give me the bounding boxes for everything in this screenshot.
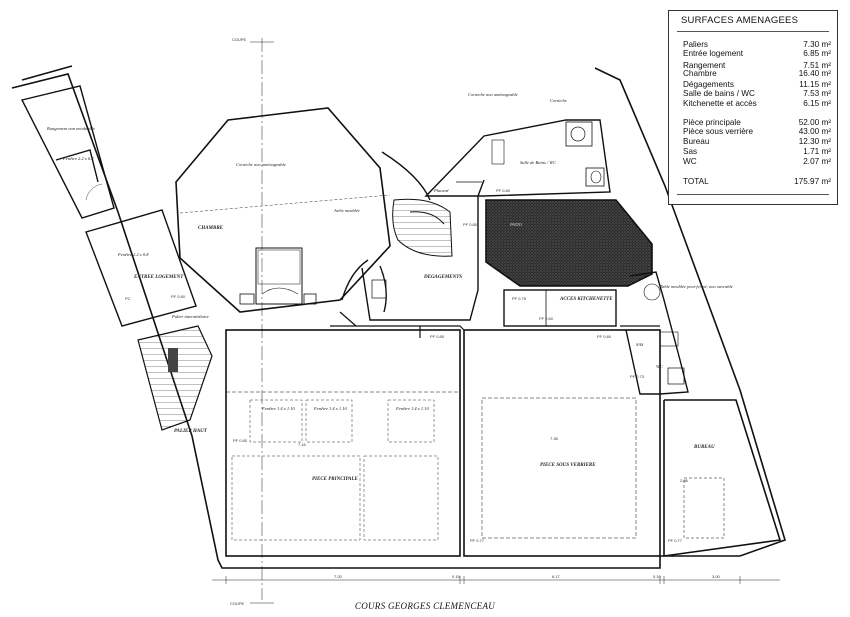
rangement-zone <box>20 85 115 219</box>
note-right-label: Table meublée peut-fermé, non ouvrable <box>660 284 733 290</box>
chambre-walls <box>175 107 391 313</box>
deg-arc-right <box>379 265 387 313</box>
door-swing-entree <box>85 183 103 201</box>
right-wet-rooms <box>625 271 689 395</box>
spiral-stair <box>392 198 453 257</box>
outer-walls <box>11 65 786 569</box>
piece-principale-walls <box>225 329 461 557</box>
legend-title: SURFACES AMENAGEES <box>681 15 799 26</box>
degagements-label: DEGAGEMENTS <box>423 275 462 280</box>
chambre-dash-line <box>179 194 391 214</box>
dim-d3: 6.17 <box>552 574 561 579</box>
corniche-arc <box>381 151 431 201</box>
door-bas1: PF 0.77 <box>470 538 485 543</box>
dim-d2: 0.15 <box>452 574 461 579</box>
dim-v1: 7.16 <box>298 442 307 447</box>
bureau-label: BUREAU <box>693 445 715 450</box>
legend-bottom-divider <box>677 194 829 195</box>
door-kit: PF 0.75 <box>512 296 527 301</box>
cut-label-top: COUPE <box>232 37 247 42</box>
door-entree: PF 0.80 <box>171 294 186 299</box>
dim-v3: 2.88 <box>680 478 689 483</box>
sdb-walls <box>424 119 611 197</box>
window-1: Fenêtre 1.4 x 1.10 <box>261 406 295 411</box>
placard-label: Placard <box>433 188 449 193</box>
legend-divider <box>677 31 829 32</box>
door-deg2: PF 0.80 <box>430 334 445 339</box>
entree-label: ENTREE LOGEMENT <box>133 275 184 280</box>
door-verr: PF 0.60 <box>539 316 554 321</box>
palier-interm-label: Palier intermédiaire <box>171 314 209 319</box>
window-entree-top: Fenêtre 2.2 x 0.8 <box>62 156 94 161</box>
entree-walls <box>85 209 197 327</box>
cut-label-bottom: COUPE <box>230 601 245 606</box>
piece-principale-label: PIECE PRINCIPALE <box>312 477 359 482</box>
window-2: Fenêtre 1.4 x 1.10 <box>313 406 347 411</box>
dimension-line <box>212 576 780 584</box>
door-pc: PC <box>125 296 131 301</box>
street-name: COURS GEORGES CLEMENCEAU <box>354 601 496 611</box>
door-deg: PF 0.80 <box>463 222 478 227</box>
degagements-walls <box>361 179 485 321</box>
piece-verriere-label: PIECE SOUS VERRIERE <box>540 463 596 468</box>
corniche-right-label: Corniche non aménageable <box>468 92 518 97</box>
cut-line <box>250 38 274 604</box>
door-sdb: PF 0.80 <box>496 188 511 193</box>
piece-verriere-walls <box>463 329 661 557</box>
sdb-label: Salle de Bains / WC <box>520 160 557 165</box>
nightstand-right <box>303 293 317 305</box>
sas-label: SAS <box>636 342 644 347</box>
dim-d1: 7.20 <box>334 574 343 579</box>
door-right: PF 0.80 <box>597 334 612 339</box>
bureau-walls <box>663 399 782 557</box>
dim-d5: 3.00 <box>712 574 721 579</box>
door-palier: PF 0.80 <box>233 438 248 443</box>
door-sas: PF 0.73 <box>630 374 645 379</box>
nightstand-left <box>239 293 255 305</box>
patio-label: PATIO <box>509 222 523 227</box>
window-3: Fenêtre 1.4 x 1.10 <box>395 406 429 411</box>
window-entree: Fenêtre 2.2 x 0.8 <box>117 252 149 257</box>
dim-v2: 7.38 <box>550 436 559 441</box>
chambre-label: CHAMBRE <box>198 226 224 231</box>
rangement-label: Rangement non meublable <box>46 126 95 131</box>
inner-walls <box>330 311 660 338</box>
kitchenette-walls <box>503 289 617 327</box>
skylights-principale <box>231 399 439 541</box>
acces-kit-label: ACCES KITCHENETTE <box>559 297 613 302</box>
corniche-left-label: Corniche non aménageable <box>236 162 286 167</box>
patio-zone <box>485 199 653 287</box>
door-bas2: PF 0.77 <box>668 538 683 543</box>
corniche-small-label: Corniche <box>550 98 567 103</box>
bed <box>255 247 303 305</box>
palier-haut-label: PALIER HAUT <box>174 429 208 434</box>
stairs-left <box>137 325 213 431</box>
arete-label: Arête meublée <box>333 208 360 213</box>
deg-arc-left <box>341 259 369 301</box>
dim-d4: 0.10 <box>653 574 662 579</box>
